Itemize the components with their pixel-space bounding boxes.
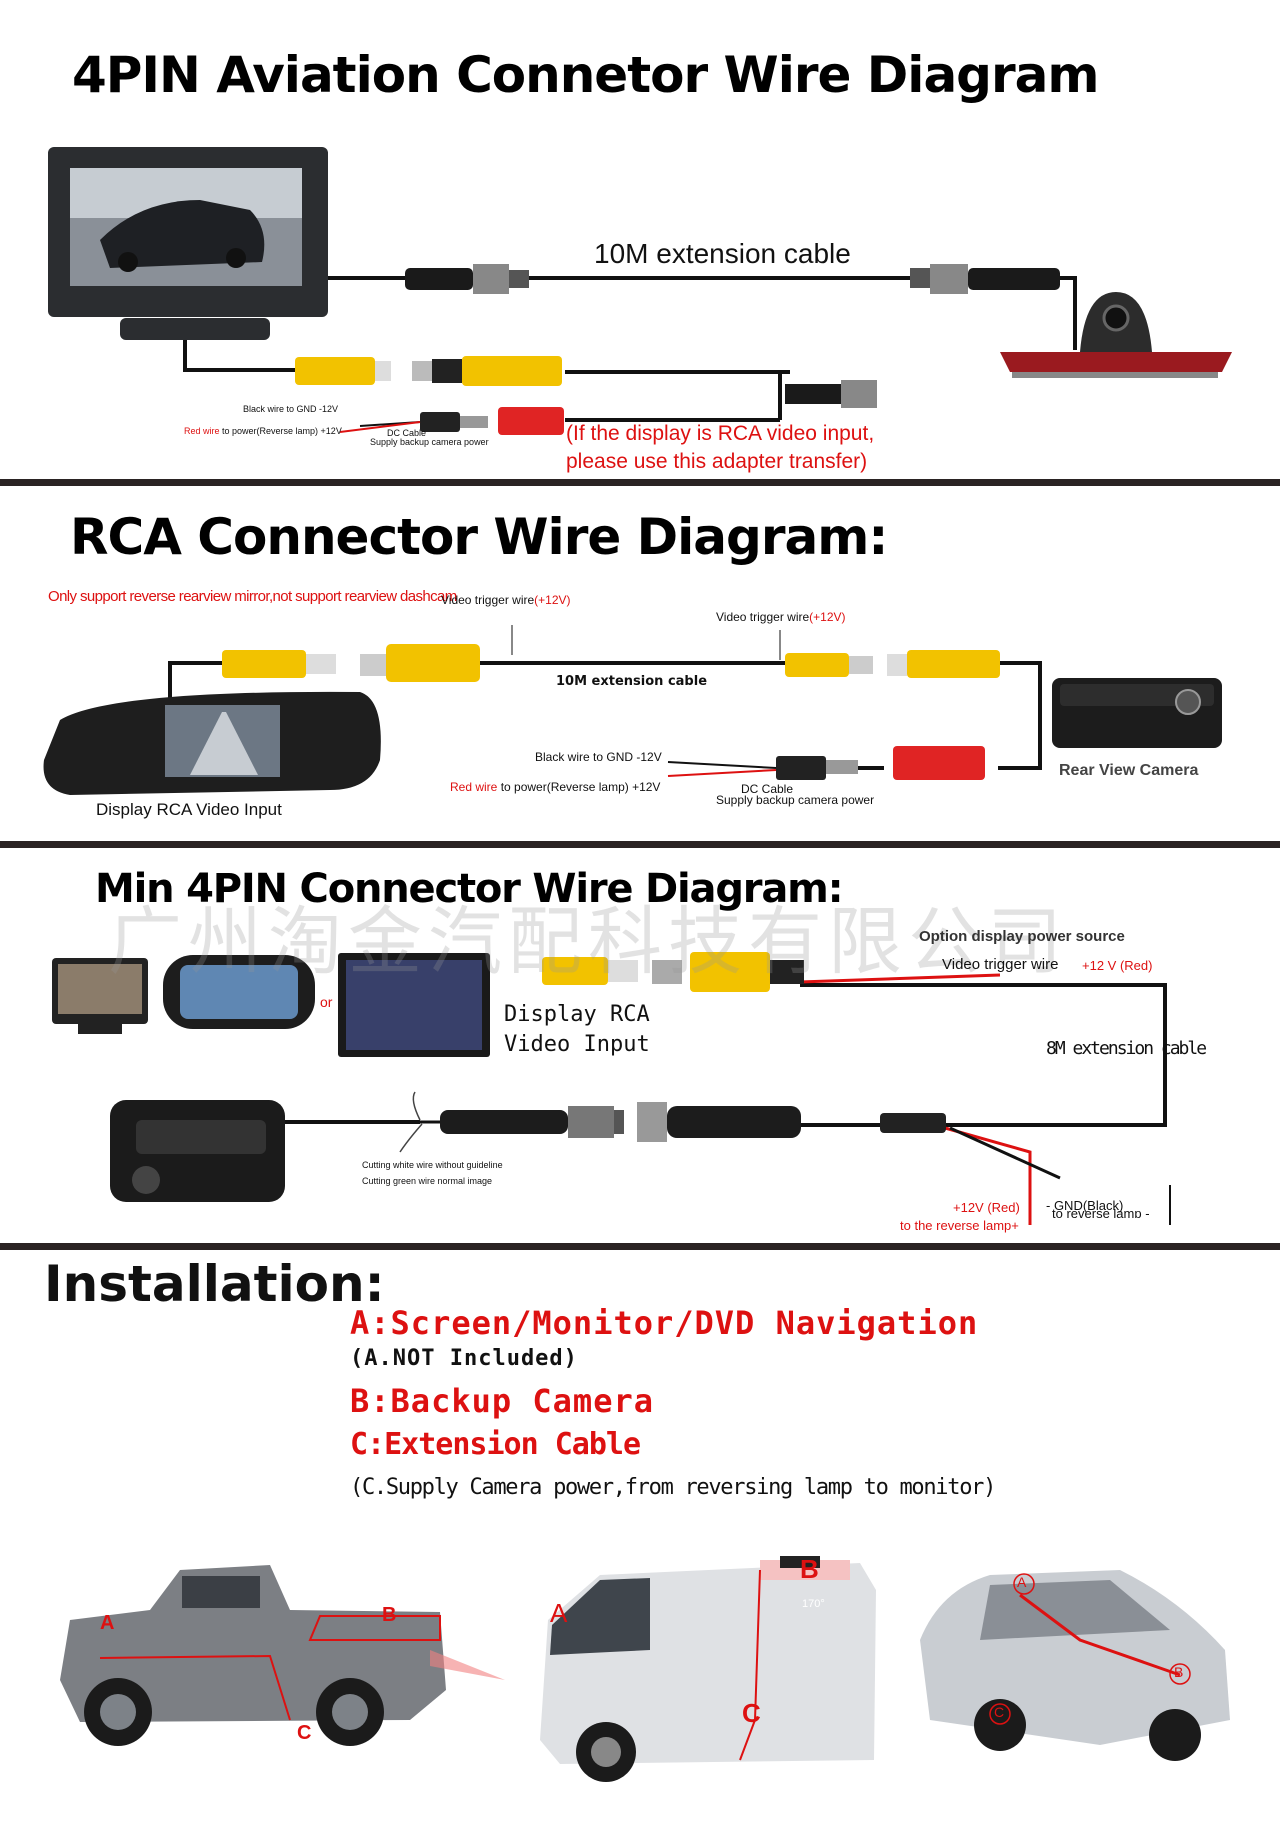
trigger-wire-right-label: Video trigger wire(+12V) [716,610,846,624]
aviation-connector-adapter [785,380,877,408]
trigger-wire-left-text: Video trigger wire [441,593,535,607]
brake-light-camera [1000,292,1232,378]
cut-green-wire [399,1123,423,1153]
install-b: B:Backup Camera [350,1382,654,1420]
chinese-watermark: 广州淘金汽配科技有限公司 [108,899,1068,985]
note-line-2: please use this adapter transfer) [566,450,868,473]
section3-display-label: Display RCA Video Input [504,1000,650,1060]
section1-title: 4PIN Aviation Connetor Wire Diagram [72,46,1099,104]
install-c-note: (C.Supply Camera power,from reversing la… [350,1475,996,1500]
option-power-label: Option display power source [919,928,1125,945]
truck-marker-b: B [382,1604,397,1626]
trigger-wire-left-value: (+12V) [534,593,571,607]
section2-dc-cable: DC Cable [741,782,794,796]
display-line-2: Video Input [504,1032,650,1057]
tailgate-handle-camera [110,1100,285,1202]
to-lamp-label: to the reverse lamp+ [900,1218,1019,1233]
van-marker-a: A [550,1598,568,1628]
section2-red-wire-suffix: to power(Reverse lamp) +12V [497,780,661,794]
install-a: A:Screen/Monitor/DVD Navigation [350,1304,979,1342]
section2-title: RCA Connector Wire Diagram: [70,508,888,566]
trigger-wire-label: Video trigger wire [942,956,1059,973]
dc-cable-section1 [339,407,564,435]
section2-camera-label: Rear View Camera [1059,762,1199,779]
cut-white-label: Cutting white wire without guideline [362,1160,503,1170]
trigger-wire-right-value: (+12V) [809,610,846,624]
min4pin-mirror-monitor [163,955,315,1029]
installation-title: Installation: [44,1255,385,1313]
truck-marker-c: C [297,1722,312,1744]
red-wire-suffix: to power(Reverse lamp) +12V [219,426,342,436]
min4pin-monitor-small [52,958,148,1034]
cut-green-label: Cutting green wire normal image [362,1176,493,1186]
section1-black-wire: Black wire to GND -12V [243,404,339,414]
section2-support-note: Only support reverse rearview mirror,not… [48,588,457,605]
separator-2 [0,841,1280,848]
sedan-marker-a: A [1017,1574,1027,1590]
rca-adapter-yellow [295,356,562,386]
rear-view-camera-handle [1052,678,1222,748]
min4pin-connector-extension-side [637,1102,946,1142]
aviation-connector-right [910,264,1060,294]
section1-red-wire: Red wire to power(Reverse lamp) +12V [184,426,342,436]
section1-adapter-note: (If the display is RCA video input, plea… [566,420,874,476]
van-marker-b: B [800,1554,819,1584]
rca-mirror-adapter [222,644,480,682]
rearview-mirror [43,691,381,795]
sedan-cutaway [920,1570,1230,1761]
section2-dc-supply: Supply backup camera power [716,793,875,807]
truck-marker-a: A [100,1612,115,1634]
trigger-wire-right-text: Video trigger wire [716,610,810,624]
install-c: C:Extension Cable [350,1427,641,1462]
or-label: or [320,994,333,1010]
sedan-marker-c: C [994,1704,1005,1720]
van-marker-c: C [742,1698,761,1728]
cut-white-wire [412,1091,421,1121]
gnd-label: - GND(Black) [1046,1198,1124,1213]
separator-1 [0,479,1280,486]
min4pin-rca-adapter [542,952,804,992]
plus12-label: +12V (Red) [953,1200,1020,1215]
section2-black-wire: Black wire to GND -12V [535,750,662,764]
trigger-wire-left-label: Video trigger wire(+12V) [441,593,571,607]
section3-cable-label: 8M extension cable [1046,1038,1207,1059]
aviation-connector-left [405,264,529,294]
reverse-lamp-minus-label: to reverse lamp - [1052,1209,1150,1218]
dc-cable-section2 [667,746,985,780]
red-wire-text: Red wire [184,426,220,436]
section1-cable-label: 10M extension cable [594,238,851,269]
van-angle-label: 170° [802,1598,825,1610]
install-a-note: (A.NOT Included) [350,1346,578,1371]
section2-red-wire: Red wire to power(Reverse lamp) +12V [450,780,660,794]
min4pin-connector-camera-side [440,1106,624,1138]
section1-dc-cable: DC Cable [387,428,427,438]
trigger-wire-value: +12 V (Red) [1082,958,1153,973]
sedan-marker-b: B [1174,1664,1184,1680]
note-line-1: (If the display is RCA video input, [566,422,875,445]
separator-3 [0,1243,1280,1250]
section2-red-wire-text: Red wire [450,780,498,794]
section2-display-label: Display RCA Video Input [96,800,282,819]
display-line-1: Display RCA [504,1002,650,1027]
section1-dc-supply: Supply backup camera power [370,437,489,447]
pickup-truck [60,1565,505,1746]
section3-wires [285,973,1167,1225]
cargo-van [540,1556,876,1782]
rca-camera-adapter [785,650,1000,678]
section3-title: Min 4PIN Connector Wire Diagram: [95,866,844,912]
section2-cable-label: 10M extension cable [556,674,708,689]
monitor-7inch [48,147,328,340]
min4pin-android-navi [338,953,490,1057]
